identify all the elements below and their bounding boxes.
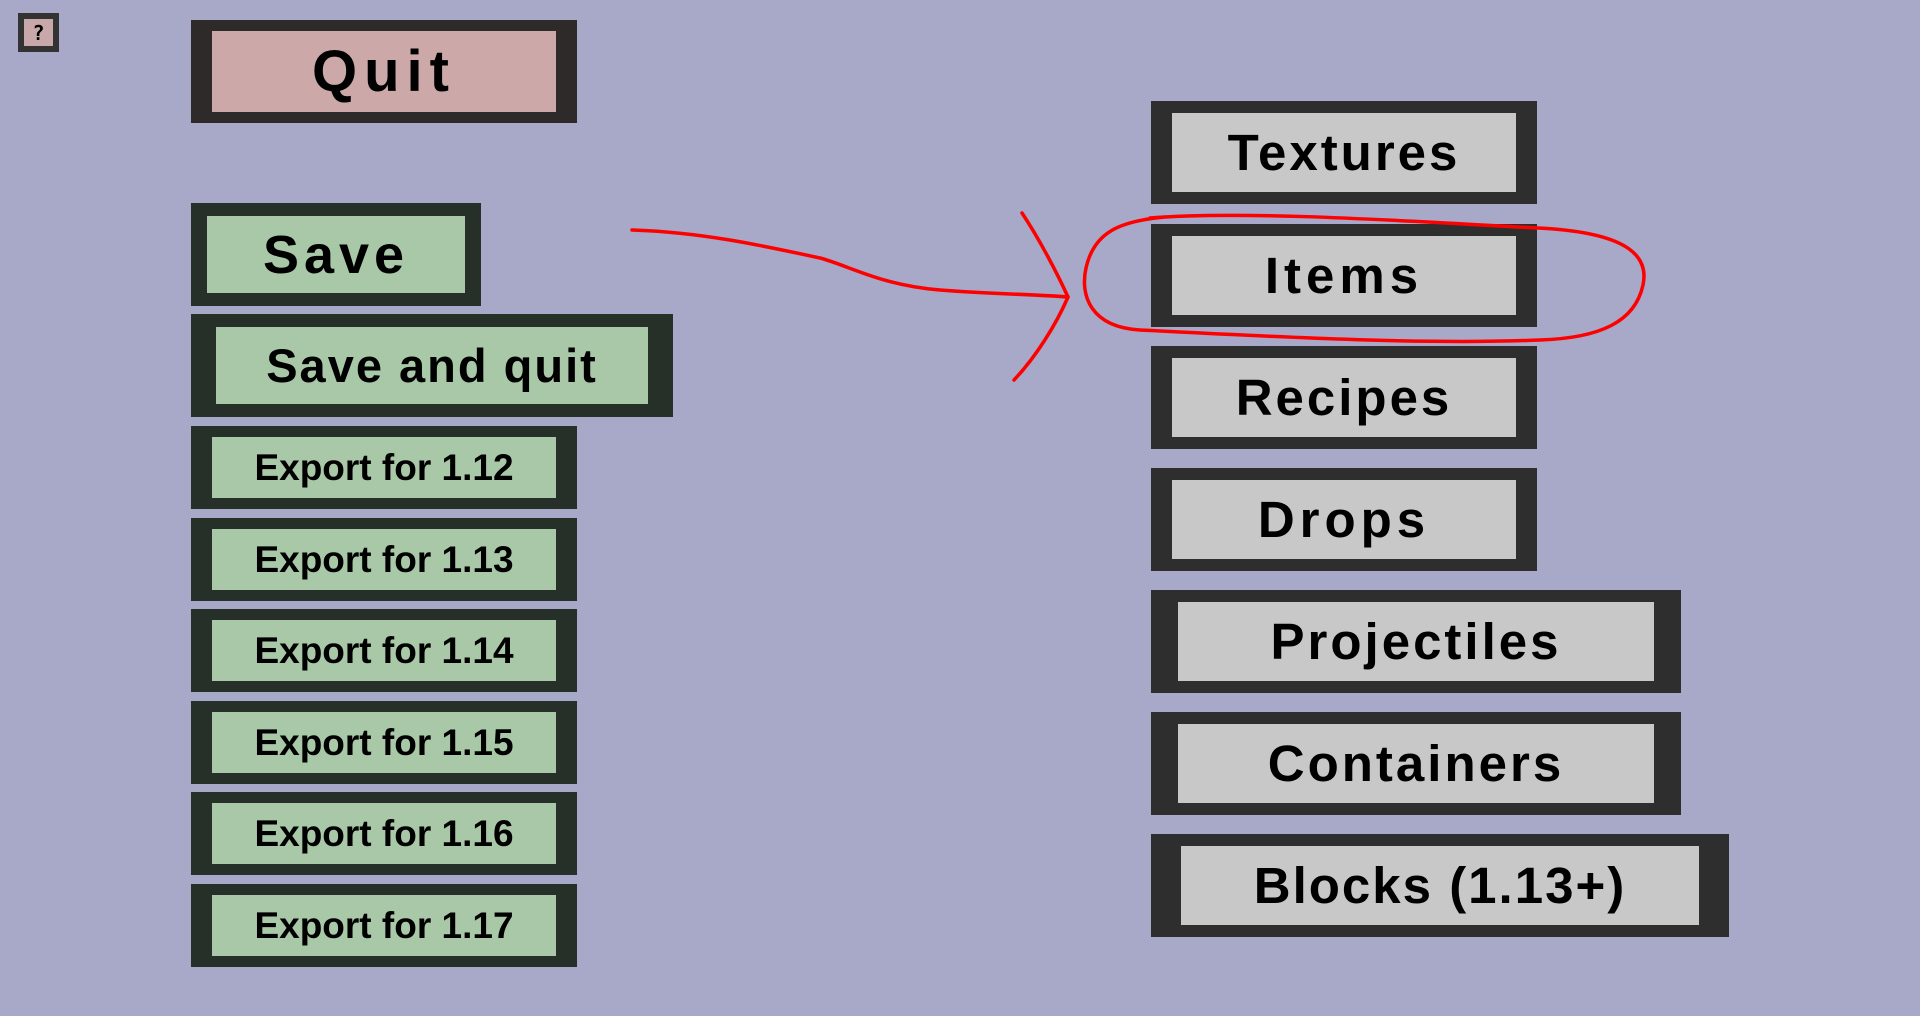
annotation-arrow-shaft — [630, 228, 1070, 299]
annotation-arrow-head — [1012, 211, 1070, 382]
help-icon: ? — [24, 19, 53, 46]
recipes-button[interactable]: Recipes — [1151, 346, 1537, 449]
save-and-quit-button[interactable]: Save and quit — [191, 314, 673, 417]
containers-button-label: Containers — [1178, 724, 1654, 803]
textures-button[interactable]: Textures — [1151, 101, 1537, 204]
help-button[interactable]: ? — [18, 13, 59, 52]
export-button-label: Export for 1.13 — [212, 529, 556, 590]
blocks-button-label: Blocks (1.13+) — [1181, 846, 1699, 925]
quit-button[interactable]: Quit — [191, 20, 577, 123]
save-button-label: Save — [207, 216, 465, 293]
export-1-14-button[interactable]: Export for 1.14 — [191, 609, 577, 692]
items-button[interactable]: Items — [1151, 224, 1537, 327]
quit-button-label: Quit — [212, 31, 556, 112]
export-1-12-button[interactable]: Export for 1.12 — [191, 426, 577, 509]
items-button-label: Items — [1172, 236, 1516, 315]
export-1-15-button[interactable]: Export for 1.15 — [191, 701, 577, 784]
export-1-17-button[interactable]: Export for 1.17 — [191, 884, 577, 967]
textures-button-label: Textures — [1172, 113, 1516, 192]
export-button-label: Export for 1.15 — [212, 712, 556, 773]
export-button-label: Export for 1.12 — [212, 437, 556, 498]
projectiles-button-label: Projectiles — [1178, 602, 1654, 681]
export-button-label: Export for 1.14 — [212, 620, 556, 681]
drops-button[interactable]: Drops — [1151, 468, 1537, 571]
export-button-label: Export for 1.16 — [212, 803, 556, 864]
save-button[interactable]: Save — [191, 203, 481, 306]
save-and-quit-button-label: Save and quit — [216, 327, 648, 404]
export-1-16-button[interactable]: Export for 1.16 — [191, 792, 577, 875]
export-1-13-button[interactable]: Export for 1.13 — [191, 518, 577, 601]
containers-button[interactable]: Containers — [1151, 712, 1681, 815]
recipes-button-label: Recipes — [1172, 358, 1516, 437]
blocks-button[interactable]: Blocks (1.13+) — [1151, 834, 1729, 937]
projectiles-button[interactable]: Projectiles — [1151, 590, 1681, 693]
drops-button-label: Drops — [1172, 480, 1516, 559]
export-button-label: Export for 1.17 — [212, 895, 556, 956]
